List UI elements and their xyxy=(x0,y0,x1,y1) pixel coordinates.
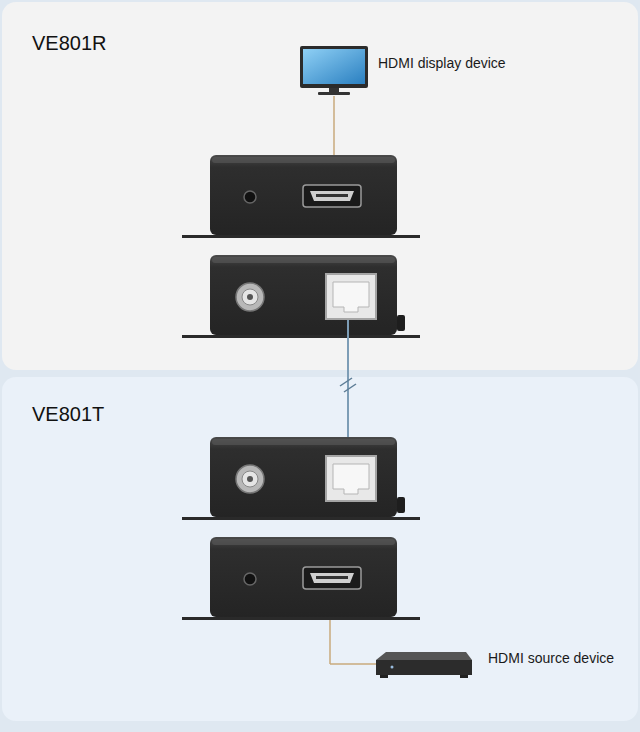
model-name: VE801T xyxy=(32,403,104,426)
receiver-back xyxy=(182,255,420,338)
device-label: HDMI display device xyxy=(378,55,506,71)
transmitter-front xyxy=(182,537,420,620)
device-label: HDMI source device xyxy=(488,650,614,666)
display-icon xyxy=(300,46,368,95)
hdmi-cable xyxy=(329,620,331,664)
hdmi-cable xyxy=(330,663,376,665)
transmitter-back xyxy=(182,437,420,520)
model-name: VE801R xyxy=(32,32,107,55)
receiver-front xyxy=(182,155,420,238)
product-panel: VE801T xyxy=(2,377,638,721)
cat-cable xyxy=(340,320,356,437)
source-icon xyxy=(376,652,472,678)
product-panel: VE801R xyxy=(2,2,638,370)
hdmi-cable xyxy=(333,96,335,155)
